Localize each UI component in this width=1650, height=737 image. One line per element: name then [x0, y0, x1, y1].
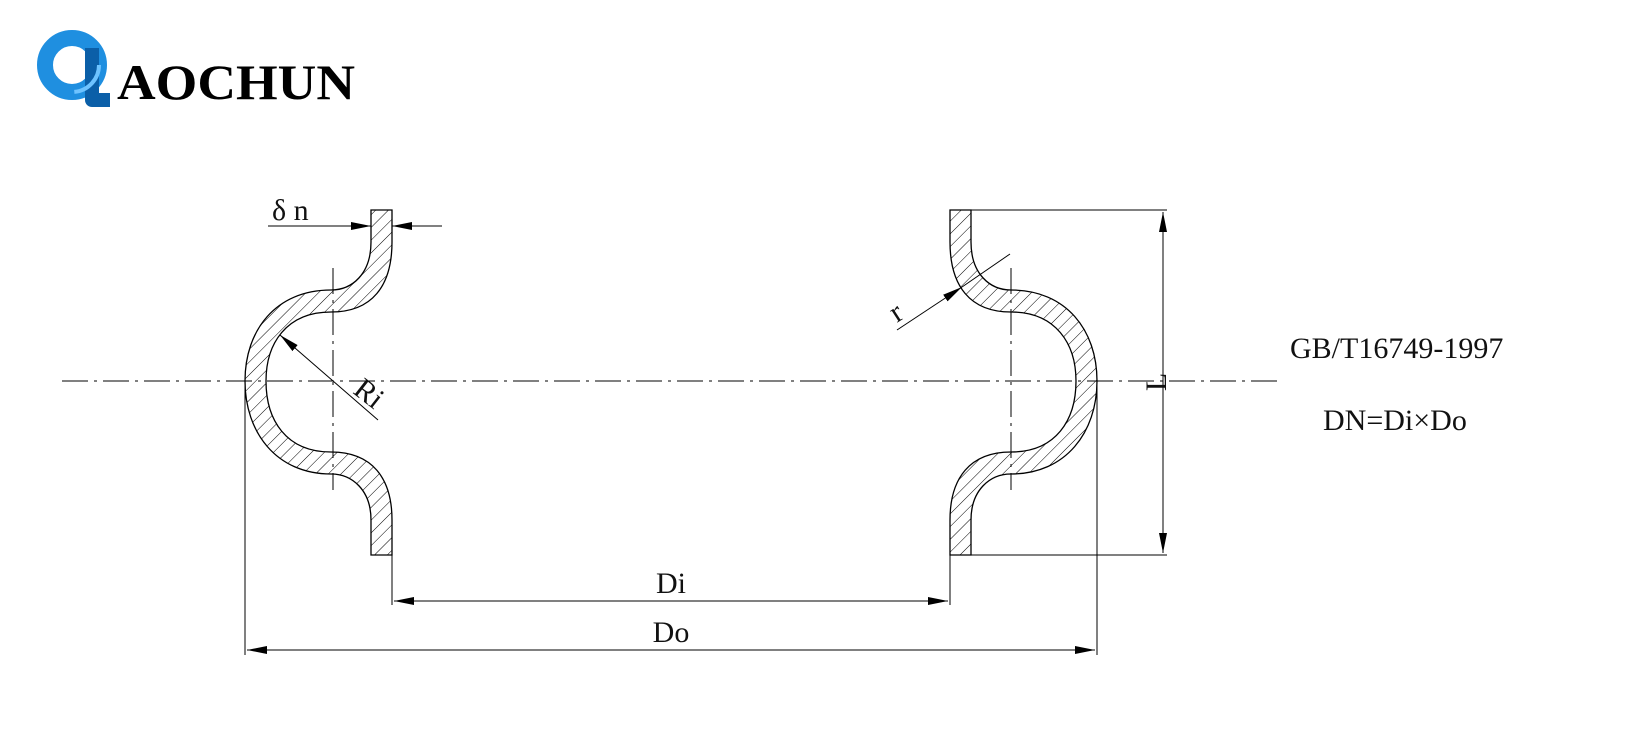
inner-radius-leader	[279, 334, 379, 421]
length-label: L	[1140, 373, 1173, 391]
bend-radius-leader	[896, 286, 963, 331]
inner-diameter-label: Di	[656, 567, 686, 600]
bend-radius-leader-ext	[961, 253, 1011, 288]
aochun-logo: AOCHUN	[37, 30, 355, 110]
right-bellows-section	[949, 209, 1098, 556]
logo-text: AOCHUN	[117, 54, 355, 110]
formula-label: DN=Di×Do	[1323, 404, 1467, 437]
outer-diameter-label: Do	[653, 616, 690, 649]
bend-radius-label: r	[883, 296, 909, 329]
standard-label: GB/T16749-1997	[1290, 332, 1503, 365]
left-bellows-section	[244, 209, 393, 556]
thickness-label: δ n	[272, 194, 309, 227]
inner-radius-label: Ri	[348, 372, 391, 415]
logo-mark-icon	[37, 30, 110, 107]
